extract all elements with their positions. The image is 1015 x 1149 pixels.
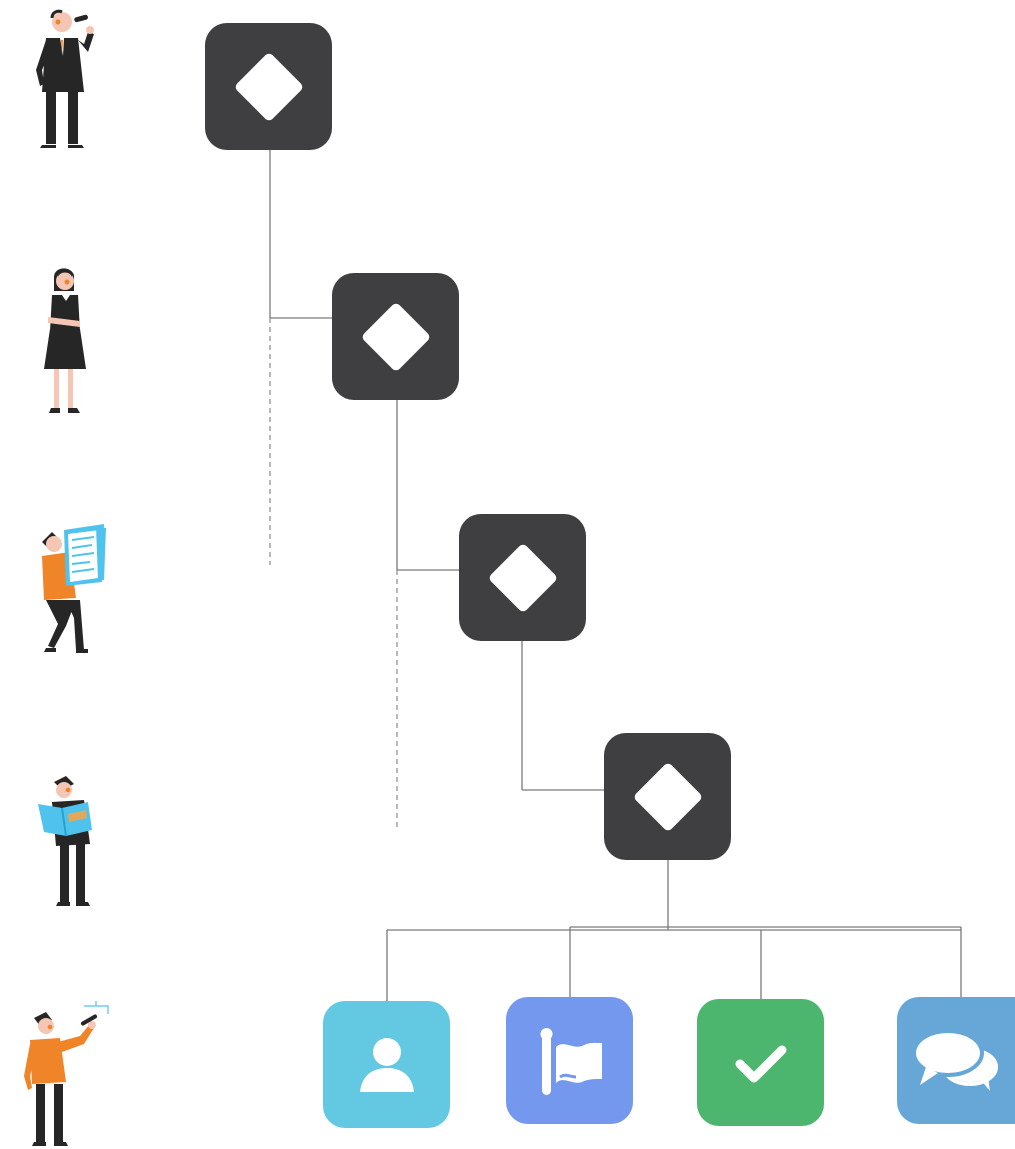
check-icon xyxy=(735,1045,786,1082)
hierarchy-node-2[interactable] xyxy=(332,273,459,400)
leaf-node-chat[interactable] xyxy=(897,997,1015,1124)
hierarchy-node-3[interactable] xyxy=(459,514,586,641)
hierarchy-node-1[interactable] xyxy=(205,23,332,150)
flag-icon xyxy=(540,1027,602,1095)
diamond-icon xyxy=(360,301,431,372)
person-pointing-icon xyxy=(24,1001,109,1146)
user-icon xyxy=(359,1037,414,1092)
diamond-icon xyxy=(233,51,304,122)
leaf-node-flag[interactable] xyxy=(506,997,633,1124)
diamond-icon xyxy=(632,761,703,832)
chat-icon xyxy=(912,1028,998,1091)
hierarchy-node-4[interactable] xyxy=(604,733,731,860)
person-speaking-icon xyxy=(36,9,94,148)
woman-arms-crossed-icon xyxy=(44,268,86,413)
diamond-icon xyxy=(487,542,558,613)
person-reading-icon xyxy=(38,776,92,906)
person-carrying-papers-icon xyxy=(42,524,106,653)
leaf-node-user[interactable] xyxy=(323,1001,450,1128)
leaf-node-check[interactable] xyxy=(697,999,824,1126)
